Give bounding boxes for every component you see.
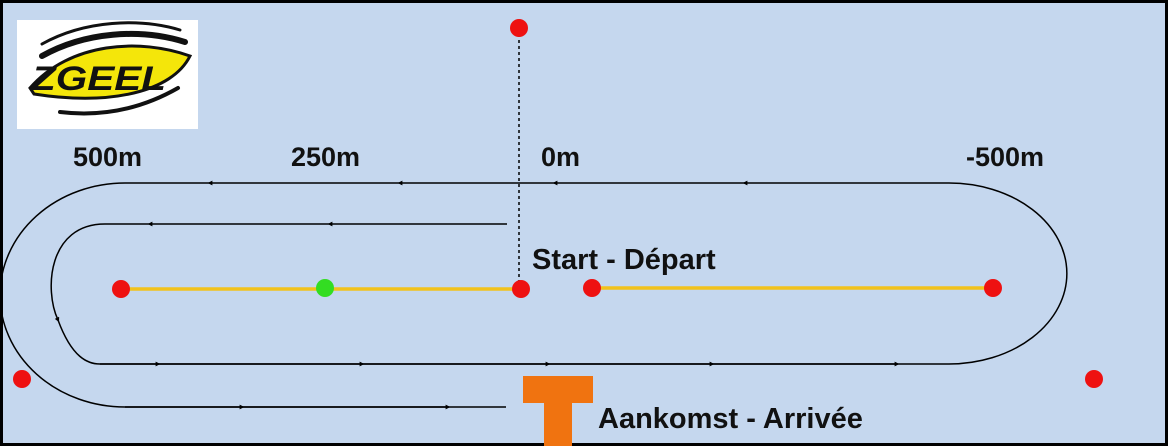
- inner-track: [50, 221, 507, 365]
- green-marker: [316, 279, 334, 297]
- lower-arrows: [100, 361, 900, 410]
- finish-post: [523, 376, 593, 446]
- red-marker-far-left: [13, 370, 31, 388]
- distance-label-minus-500m: -500m: [966, 142, 1044, 172]
- red-marker-center-right: [583, 279, 601, 297]
- zgeel-logo: ZGEEL: [17, 20, 198, 129]
- red-marker-right: [984, 279, 1002, 297]
- distance-label-500m: 500m: [73, 142, 142, 172]
- red-marker-left: [112, 280, 130, 298]
- red-marker-far-right: [1085, 370, 1103, 388]
- distance-label-250m: 250m: [291, 142, 360, 172]
- start-label: Start - Départ: [532, 244, 716, 276]
- outer-track: [0, 180, 1068, 408]
- logo-text: ZGEEL: [30, 60, 166, 98]
- finish-label: Aankomst - Arrivée: [598, 403, 863, 435]
- red-marker-start: [512, 280, 530, 298]
- distance-label-0m: 0m: [541, 142, 580, 172]
- red-marker-top: [510, 19, 528, 37]
